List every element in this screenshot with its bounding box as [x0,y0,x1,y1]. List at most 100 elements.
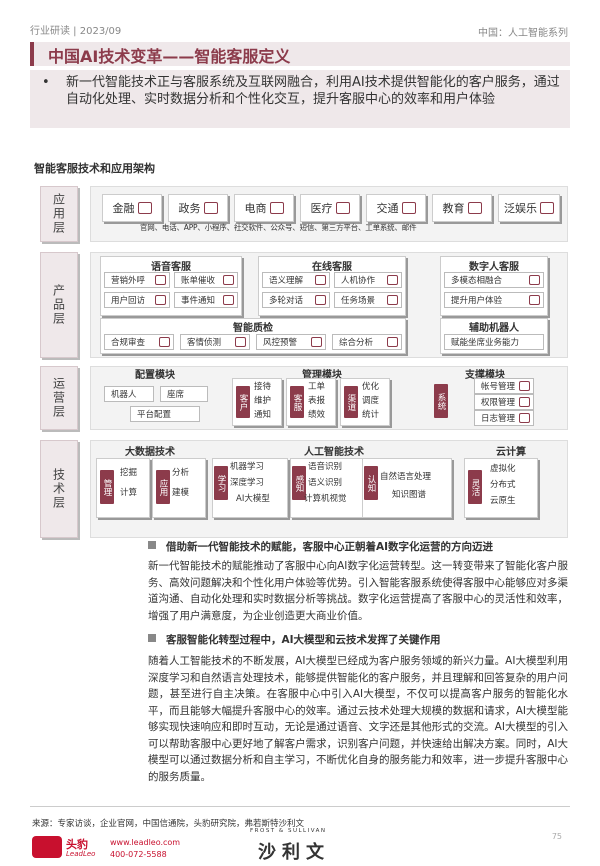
website-link[interactable]: www.leadleo.com [110,838,181,847]
manage-module-title: 管理模块 [302,370,342,381]
pill-label: 任务场景 [341,296,376,306]
pill-label: 提升用户体验 [451,296,503,306]
bank-icon [137,202,152,214]
pill-label: 座席 [167,390,185,400]
cloud-item: 分布式 [490,480,516,490]
manage-item: 接待 [254,382,272,392]
app-card-traffic: 交通 [366,194,426,222]
thumbs-up-icon [529,295,540,305]
bigdata-item: 挖掘 [120,468,138,478]
manage-item: 优化 [362,382,380,392]
manage-item: 工单 [308,382,326,392]
bigdata-tag: 管理 [100,470,114,504]
pill-label: 语义理解 [269,276,304,286]
cloud-tag: 灵活 [468,470,482,504]
layer-product-label: 产品层 [51,284,66,326]
app-card-medical: 医疗 [300,194,360,222]
smile-icon [529,275,540,285]
support-item: 权限管理 [474,394,534,410]
graduation-icon [467,202,482,214]
online-item: 任务场景 [334,292,402,308]
voice-item: 事件通知 [174,292,238,308]
pill-label: 营销外呼 [111,276,146,286]
bigdata-title: 大数据技术 [125,447,175,458]
voice-item: 用户回访 [104,292,170,308]
browser-icon [540,202,554,214]
square-bullet-icon [148,541,156,549]
ai-item: 计算机视觉 [304,494,347,504]
pill-label: 风控预警 [263,338,298,348]
intro-box: • 新一代智能技术正与客服系统及互联网融合，利用AI技术提供智能化的客户服务，通… [30,70,570,128]
bigdata-item: 建模 [172,488,190,498]
voice-item: 营销外呼 [104,272,170,288]
layer-app: 应用层 [40,186,78,242]
people-icon [387,275,398,285]
section2-heading: 客服智能化转型过程中，AI大模型和云技术发挥了关键作用 [148,632,441,647]
ai-tag: 学习 [214,466,228,500]
ai-tech-title: 人工智能技术 [304,447,364,458]
voice-service-title: 语音客服 [151,262,191,273]
support-module-title: 支撑模块 [465,370,505,381]
section2-heading-text: 客服智能化转型过程中，AI大模型和云技术发挥了关键作用 [166,634,441,646]
pill-label: 平台配置 [137,410,172,420]
app-card-label: 交通 [376,202,399,215]
bullet-icon: • [42,75,50,90]
laptop-icon [269,202,284,214]
ai-item: 语音识别 [308,462,343,472]
frost-logo-cn: 沙利文 [258,842,330,863]
support-item: 帐号管理 [474,378,534,394]
chat-icon [315,295,326,305]
bus-icon [401,202,416,214]
voice-item: 账单催收 [174,272,238,288]
grid-icon [387,295,398,305]
chart-icon [387,337,398,347]
layer-tech: 技术层 [40,440,78,538]
cloud-item: 虚拟化 [490,464,516,474]
pill-label: 多轮对话 [269,296,304,306]
frost-logo-en: FROST & SULLIVAN [250,828,327,834]
app-card-ecommerce: 电商 [234,194,294,222]
app-card-label: 政务 [178,202,201,215]
app-card-finance: 金融 [102,194,162,222]
intro-text: 新一代智能技术正与客服系统及互联网融合，利用AI技术提供智能化的客户服务，通过自… [66,75,560,107]
clipboard-icon [159,337,170,347]
qc-item: 风控预警 [256,334,326,350]
config-item: 机器人 [104,386,154,402]
pill-label: 机器人 [111,390,137,400]
manage-item: 通知 [254,410,272,420]
pill-label: 综合分析 [339,338,374,348]
page-title-bar: 中国AI技术变革——智能客服定义 [30,42,570,66]
config-item: 座席 [160,386,208,402]
edit-icon [519,413,530,423]
manage-tag: 客服 [290,386,304,418]
key-icon [519,397,530,407]
phone-number: 400-072-5588 [110,850,167,859]
qc-item: 合规审查 [104,334,174,350]
digital-human-title: 数字人客服 [469,262,519,273]
phone-icon [155,275,166,285]
layer-ops: 运营层 [40,366,78,430]
warning-icon [311,337,322,347]
footer-divider [30,806,570,807]
app-card-label: 医疗 [310,202,333,215]
ai-item: AI大模型 [236,494,270,504]
ai-item: 机器学习 [230,462,265,472]
bill-icon [223,275,234,285]
pill-label: 赋能坐席业务能力 [451,338,520,348]
layer-product: 产品层 [40,252,78,358]
cloud-item: 云原生 [490,496,516,506]
doc-icon [315,275,326,285]
ai-tag: 感知 [292,466,306,500]
layer-app-label: 应用层 [51,193,66,235]
qc-item: 综合分析 [332,334,402,350]
pill-label: 事件通知 [181,296,216,306]
pill-label: 多模态相融合 [451,276,503,286]
logo-en: LeadLeo [66,850,96,858]
page-title: 中国AI技术变革——智能客服定义 [48,47,291,66]
support-tag: 系统 [434,384,448,418]
layer-ops-label: 运营层 [51,377,66,419]
manage-tag: 渠道 [344,386,358,418]
pill-label: 用户回访 [111,296,146,306]
pill-label: 客情侦测 [187,338,222,348]
online-item: 多轮对话 [262,292,330,308]
